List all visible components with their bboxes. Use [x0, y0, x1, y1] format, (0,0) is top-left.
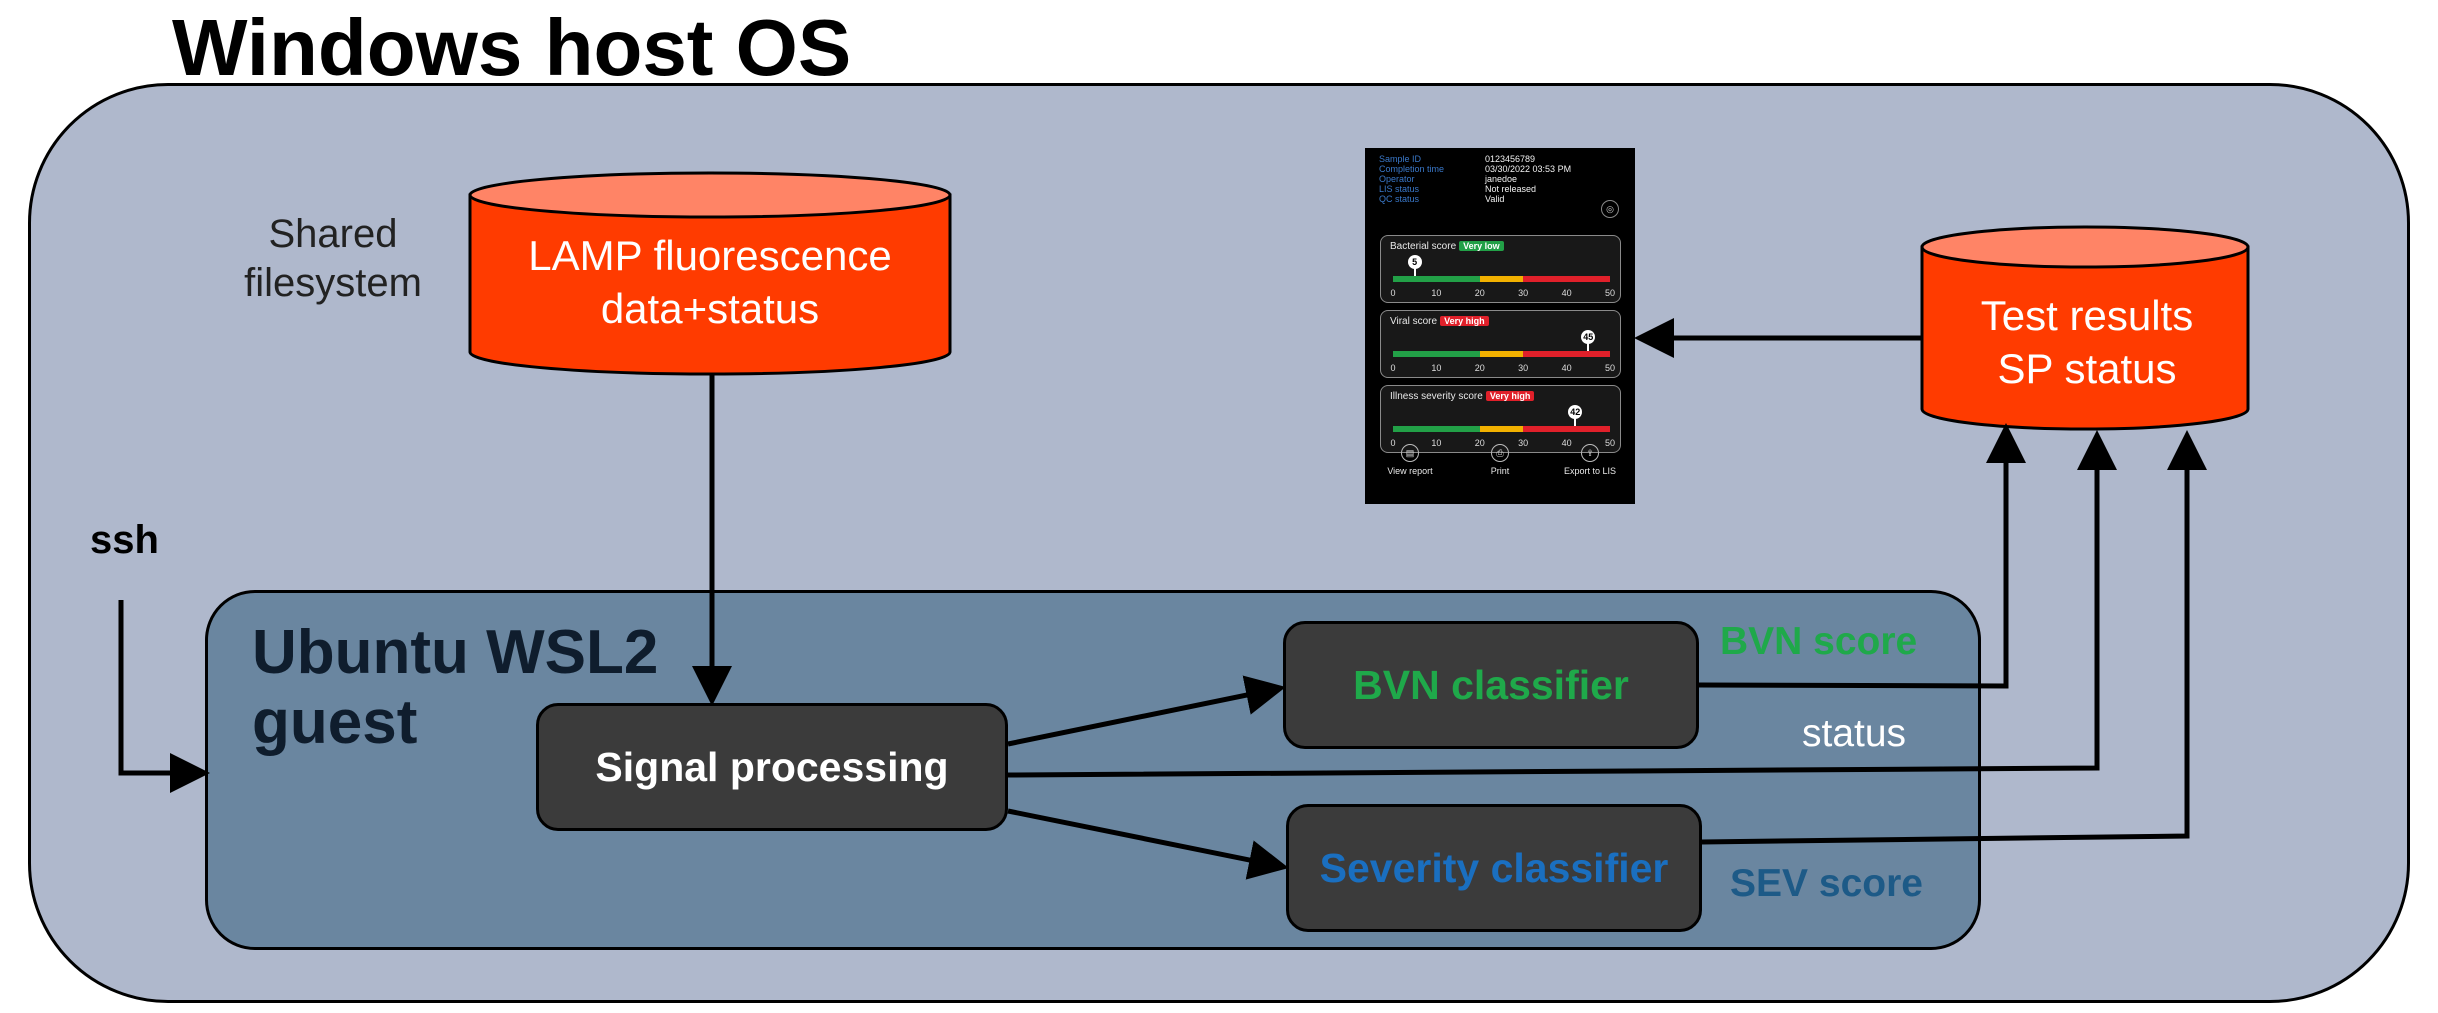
guest-title-line2: guest — [252, 688, 418, 758]
arrow-severity-to-results — [1701, 430, 2207, 845]
ssh-label: ssh — [90, 518, 159, 562]
screen-button-label: Export to LIS — [1563, 466, 1617, 476]
test-results-label: Test results SP status — [1922, 290, 2252, 395]
status-label: status — [1802, 712, 1907, 755]
scale-segment — [1523, 351, 1610, 357]
screen-button: ▤ View report — [1365, 444, 1455, 476]
info-key: LIS status — [1379, 184, 1420, 194]
signal-processing-box: Signal processing — [536, 703, 1008, 831]
scale-segment — [1523, 426, 1610, 432]
scale-tick: 0 — [1390, 438, 1396, 448]
scale-segment — [1393, 276, 1480, 282]
screen-button: ⎙ Print — [1455, 444, 1545, 476]
scale-segment — [1393, 351, 1480, 357]
scale-tick: 30 — [1518, 288, 1529, 298]
arrow-signal-to-bvn — [1007, 675, 1286, 747]
info-value: 03/30/2022 03:53 PM — [1485, 164, 1572, 174]
screen-button: ⇪ Export to LIS — [1545, 444, 1635, 476]
test-results-line1: Test results — [1980, 292, 2194, 339]
arrow-bvn-to-results — [1698, 423, 2026, 689]
scale-tick: 20 — [1474, 363, 1485, 373]
info-value: 0123456789 — [1485, 154, 1536, 164]
scale-tick: 30 — [1518, 363, 1529, 373]
info-key: QC status — [1379, 194, 1420, 204]
arrow-ssh-to-guest — [118, 600, 210, 793]
print-icon: ⎙ — [1491, 444, 1509, 462]
camera-icon: ◎ — [1601, 200, 1619, 218]
info-key: Operator — [1379, 174, 1415, 184]
severity-classifier-box: Severity classifier — [1286, 804, 1702, 932]
scale-tick: 10 — [1431, 363, 1442, 373]
scale-segment — [1479, 426, 1524, 432]
scale-tick: 40 — [1561, 288, 1572, 298]
scale-tick: 0 — [1390, 288, 1396, 298]
scale-tick: 40 — [1561, 363, 1572, 373]
scale-tick: 50 — [1604, 363, 1616, 373]
guest-title: Ubuntu WSL2 guest — [252, 618, 658, 758]
scale-tick: 20 — [1474, 438, 1485, 448]
test-results-cylinder — [1920, 225, 2250, 431]
bvn-score-label: BVN score — [1720, 620, 1918, 663]
score-scale-bar — [1393, 351, 1610, 357]
score-badge: Very low — [1459, 241, 1504, 251]
info-key: Completion time — [1379, 164, 1445, 174]
host-os-title: Windows host OS — [172, 3, 852, 92]
score-marker: 45 — [1581, 330, 1596, 351]
screen-button-label: Print — [1490, 466, 1510, 476]
scale-tick: 10 — [1431, 438, 1442, 448]
score-marker: 42 — [1568, 405, 1583, 426]
scale-tick: 0 — [1390, 363, 1396, 373]
scale-tick: 20 — [1474, 288, 1485, 298]
bvn-classifier-box: BVN classifier — [1283, 621, 1699, 749]
scale-segment — [1523, 276, 1610, 282]
info-key: Sample ID — [1379, 154, 1422, 164]
lamp-data-line2: data+status — [600, 284, 820, 332]
shared-filesystem-label: Shared filesystem — [238, 210, 428, 308]
scale-segment — [1393, 426, 1480, 432]
guest-title-line1: Ubuntu WSL2 — [252, 618, 659, 687]
shared-filesystem-line2: filesystem — [244, 260, 422, 305]
score-title: Bacterial score — [1390, 241, 1457, 252]
scale-ticks: 0 10 20 30 40 50 — [1385, 438, 1618, 450]
score-badge: Very high — [1485, 391, 1535, 401]
scale-tick: 10 — [1431, 288, 1442, 298]
score-title: Viral score — [1390, 316, 1438, 327]
scale-ticks: 0 10 20 30 40 50 — [1385, 288, 1618, 300]
info-value: Not released — [1485, 184, 1537, 194]
info-value: Valid — [1485, 194, 1505, 204]
score-title: Illness severity score — [1390, 391, 1483, 402]
scale-segment — [1479, 276, 1524, 282]
scale-tick: 50 — [1604, 288, 1616, 298]
lamp-data-cylinder — [468, 171, 952, 376]
lamp-data-label: LAMP fluorescence data+status — [470, 230, 950, 335]
score-scale-bar — [1393, 276, 1610, 282]
test-results-line2: SP status — [1997, 344, 2177, 392]
score-marker: 5 — [1407, 255, 1422, 276]
sev-score-label: SEV score — [1730, 862, 1923, 905]
info-value: janedoe — [1485, 174, 1518, 184]
score-scale-bar — [1393, 426, 1610, 432]
shared-filesystem-line1: Shared — [268, 212, 398, 256]
scale-tick: 40 — [1561, 438, 1572, 448]
scale-ticks: 0 10 20 30 40 50 — [1385, 363, 1618, 375]
arrow-status-to-results — [1007, 430, 2117, 778]
document-icon: ▤ — [1401, 444, 1419, 462]
scale-tick: 50 — [1604, 438, 1616, 448]
arrow-signal-to-severity — [1007, 808, 1289, 880]
scale-segment — [1479, 351, 1524, 357]
export-icon: ⇪ — [1581, 444, 1599, 462]
scale-tick: 30 — [1518, 438, 1529, 448]
score-badge: Very high — [1440, 316, 1489, 326]
lamp-data-line1: LAMP fluorescence — [528, 232, 892, 279]
screen-button-label: View report — [1387, 466, 1433, 476]
